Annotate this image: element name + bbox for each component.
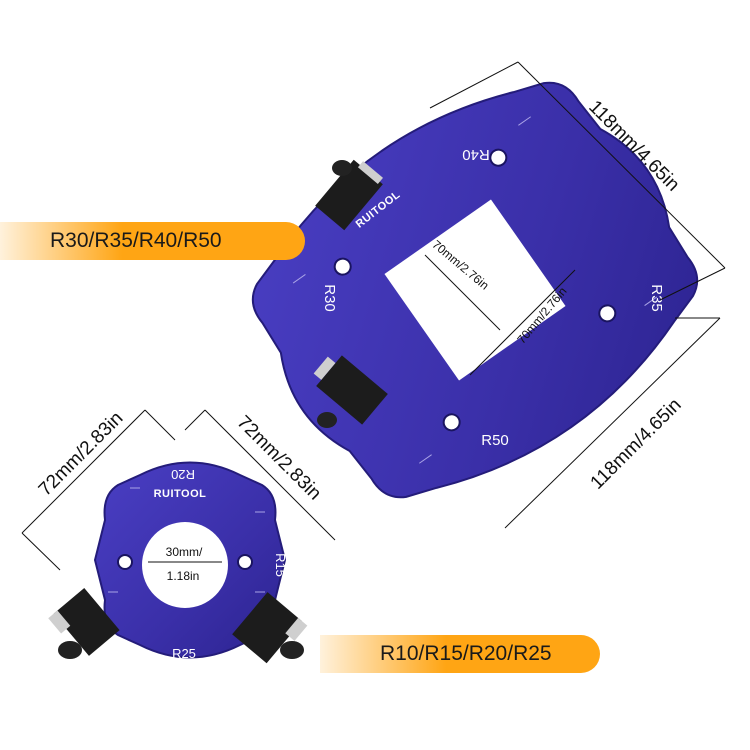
screw-hole	[117, 554, 133, 570]
screw-hole	[598, 304, 617, 323]
small-label-bottom: R25	[172, 646, 196, 661]
large-radii-banner: R30/R35/R40/R50	[0, 222, 305, 260]
large-radii-banner-text: R30/R35/R40/R50	[50, 229, 222, 252]
small-clamp-right	[232, 592, 308, 664]
small-brand: RUITOOL	[154, 488, 207, 500]
screw-hole	[489, 148, 508, 167]
small-hole-dim-line2: 1.18in	[167, 569, 200, 583]
large-clamp-top	[315, 159, 383, 231]
small-hole-dim-line1: 30mm/	[166, 545, 203, 559]
large-label-top: R40	[462, 146, 490, 163]
large-clamp-bottom	[313, 355, 388, 428]
large-label-bottom: R50	[481, 432, 509, 449]
screw-hole	[237, 554, 253, 570]
small-outer-dim-left: 72mm/2.83in	[35, 408, 128, 501]
small-radii-banner-text: R10/R15/R20/R25	[380, 642, 552, 665]
large-template-cutout	[384, 199, 566, 381]
small-radii-banner: R10/R15/R20/R25	[320, 635, 600, 673]
small-template	[93, 461, 287, 659]
small-clamp-left	[48, 587, 120, 659]
small-label-right: R15	[273, 553, 288, 577]
small-label-left: R10	[77, 553, 92, 577]
small-template-cutout	[142, 522, 228, 608]
large-label-left: R30	[321, 284, 338, 312]
screw-hole	[333, 257, 352, 276]
large-label-right: R35	[648, 284, 665, 312]
large-outer-dim-right: 118mm/4.65in	[587, 395, 686, 494]
screw-hole	[442, 413, 461, 432]
small-label-top: R20	[171, 467, 195, 482]
